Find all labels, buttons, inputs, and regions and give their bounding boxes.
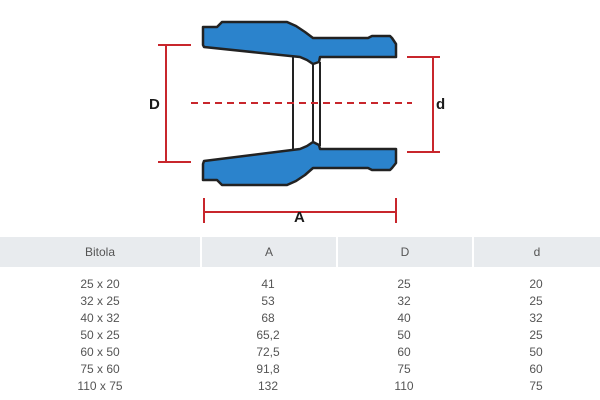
cell-a: 53	[261, 294, 275, 308]
table-row: 40 x 32 68 40 32	[0, 310, 600, 327]
dimension-A	[203, 198, 397, 223]
cell-a: 68	[261, 311, 275, 325]
cell-d-outer: 75	[397, 362, 411, 376]
table-header-row: Bitola A D d	[0, 237, 600, 267]
table-row: 32 x 25 53 32 25	[0, 293, 600, 310]
cell-d-inner: 25	[529, 328, 543, 342]
reducer-top-wall	[201, 20, 398, 66]
cell-a: 132	[257, 379, 279, 393]
reducer-fitting-diagram: D d A	[149, 20, 445, 226]
table-row: 25 x 20 41 25 20	[0, 267, 600, 293]
cell-a: 72,5	[256, 345, 280, 359]
cell-a: 41	[261, 277, 275, 291]
cell-d-inner: 60	[529, 362, 543, 376]
table-row: 75 x 60 91,8 75 60	[0, 361, 600, 378]
table-row: 50 x 25 65,2 50 25	[0, 327, 600, 344]
cell-d-inner: 25	[529, 294, 543, 308]
header-bitola: Bitola	[0, 237, 200, 267]
cell-d-inner: 20	[529, 277, 543, 291]
dimensions-table: Bitola A D d 25 x 20 41 25 20 32 x 25 53…	[0, 237, 600, 395]
cell-d-outer: 32	[397, 294, 411, 308]
cell-d-inner: 50	[529, 345, 543, 359]
cell-d-inner: 75	[529, 379, 543, 393]
reducer-bottom-wall	[201, 140, 398, 187]
dimension-d-label: d	[436, 96, 445, 113]
cell-bitola: 75 x 60	[80, 362, 120, 376]
header-a: A	[200, 237, 336, 267]
dimension-A-label: A	[294, 209, 305, 226]
cell-a: 91,8	[256, 362, 280, 376]
dimension-d	[407, 56, 440, 153]
cell-d-outer: 40	[397, 311, 411, 325]
cell-bitola: 50 x 25	[80, 328, 120, 342]
cell-d-outer: 110	[394, 379, 414, 393]
dimension-D-label: D	[149, 96, 160, 113]
cell-bitola: 40 x 32	[80, 311, 120, 325]
header-d-outer: D	[336, 237, 472, 267]
cell-a: 65,2	[256, 328, 280, 342]
cell-bitola: 25 x 20	[80, 277, 120, 291]
dimension-D	[158, 44, 191, 163]
table-row: 110 x 75 132 110 75	[0, 378, 600, 395]
cell-d-outer: 50	[397, 328, 411, 342]
header-d-inner: d	[472, 237, 600, 267]
table-row: 60 x 50 72,5 60 50	[0, 344, 600, 361]
cell-bitola: 32 x 25	[80, 294, 120, 308]
cell-d-outer: 25	[397, 277, 411, 291]
cell-d-outer: 60	[397, 345, 411, 359]
reducer-body	[201, 20, 398, 187]
cell-bitola: 60 x 50	[80, 345, 120, 359]
cell-bitola: 110 x 75	[77, 379, 123, 393]
cell-d-inner: 32	[529, 311, 543, 325]
